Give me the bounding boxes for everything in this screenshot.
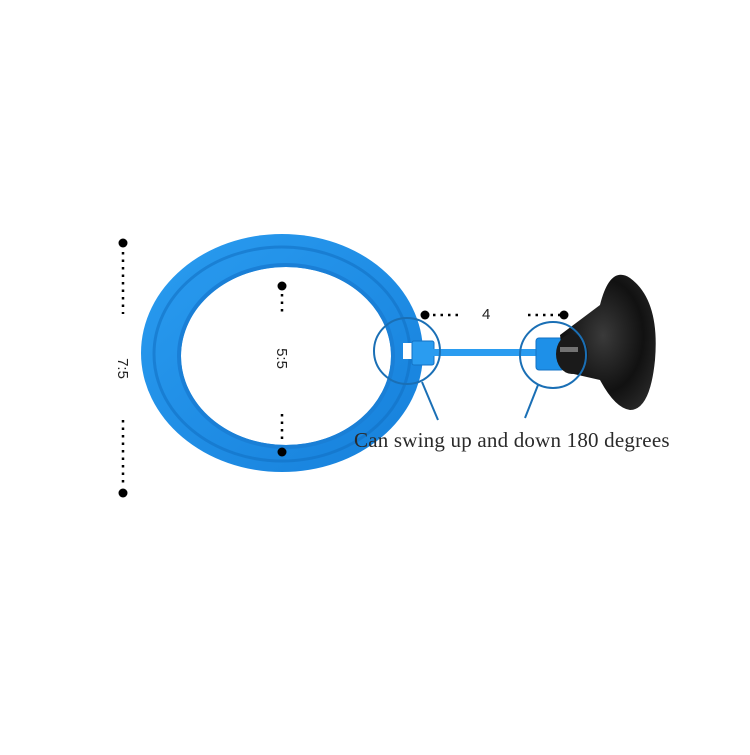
- swing-callouts: [373, 317, 587, 421]
- outer-diameter-dimension: [118, 238, 128, 498]
- feeding-ring: [141, 234, 435, 472]
- outer-diameter-label: 7:5: [113, 358, 131, 379]
- arm-length-dimension: [420, 310, 569, 320]
- inner-diameter-dimension: [277, 281, 287, 457]
- connecting-arm: [430, 337, 565, 371]
- suction-cup: [556, 274, 656, 410]
- inner-diameter-label: 5:5: [272, 348, 290, 369]
- arm-length-label: 4: [482, 306, 491, 323]
- swing-caption: Can swing up and down 180 degrees: [354, 428, 670, 452]
